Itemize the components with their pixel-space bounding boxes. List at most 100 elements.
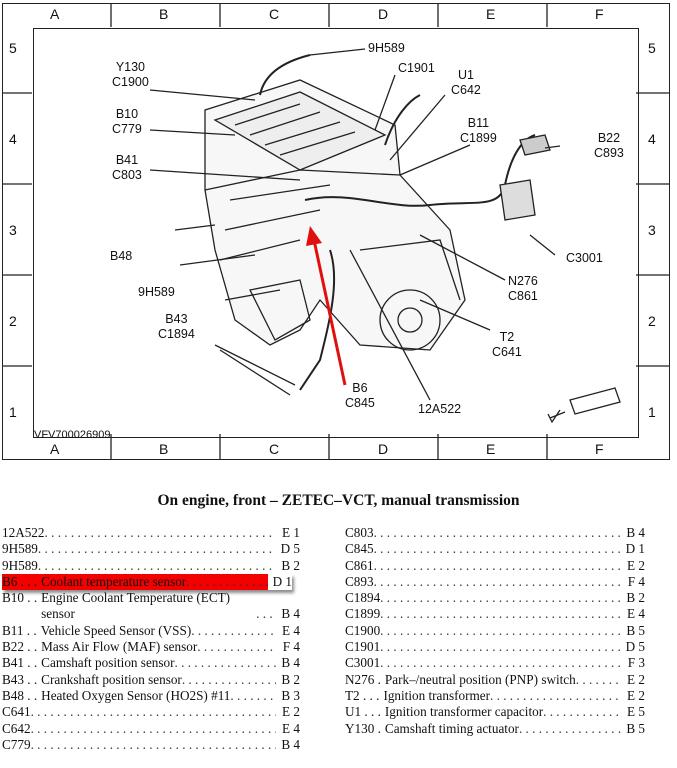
grid-location: B 2 <box>281 557 300 573</box>
leader-dots <box>31 721 276 737</box>
callout-n276: N276 C861 <box>508 274 538 303</box>
engine-illustration <box>2 3 670 460</box>
legend-row-b6: B6 . . .Coolant temperature sensor D 1 <box>2 573 292 591</box>
component-code: B11 . . <box>2 622 37 638</box>
callout-u1: U1 C642 <box>451 68 481 97</box>
callout-c3001: C3001 <box>566 251 603 265</box>
grid-location: D 1 <box>268 573 292 591</box>
leader-dots <box>38 558 276 574</box>
component-code: C1899 <box>345 606 381 622</box>
legend-row-12a522: 12A522 E 1 <box>2 525 300 541</box>
legend-row-9h589: 9H589 B 2 <box>2 558 300 574</box>
leader-dots <box>191 623 276 639</box>
component-code: C779 <box>2 736 31 752</box>
component-description: Mass Air Flow (MAF) sensor <box>41 639 198 655</box>
grid-row-label-5: 5 <box>9 40 17 56</box>
component-description: Park–/neutral position (PNP) switch <box>384 671 576 687</box>
leader-dots <box>230 688 276 704</box>
component-description: Heated Oxygen Sensor (HO2S) #11 <box>41 687 231 703</box>
component-code: C641 <box>2 704 31 720</box>
leader-dots <box>519 721 621 737</box>
component-code: C845 <box>345 541 374 557</box>
diagram-grid-area <box>33 28 639 438</box>
grid-ticks <box>2 3 670 460</box>
grid-location: E 2 <box>627 671 645 687</box>
grid-column-label-a: A <box>50 441 60 457</box>
grid-location: B 4 <box>281 736 300 752</box>
callout-c1901: C1901 <box>398 61 435 75</box>
component-code: 9H589 <box>2 557 38 573</box>
legend-row-b10: B10 . .Engine Coolant Temperature (ECT) … <box>2 590 300 623</box>
callout-12a522: 12A522 <box>418 402 462 416</box>
grid-location: E 4 <box>282 720 300 736</box>
grid-row-label-1: 1 <box>648 404 656 420</box>
legend-row-b43: B43 . .Crankshaft position sensorB 2 <box>2 672 300 688</box>
component-code: B43 . . <box>2 671 38 687</box>
component-code: B10 . . <box>2 590 38 606</box>
grid-location: B 3 <box>281 687 300 703</box>
grid-location: E 1 <box>282 525 300 540</box>
legend-row-c642: C642E 4 <box>2 721 300 737</box>
legend-row-c641: C641E 2 <box>2 704 300 720</box>
legend-row-c893: C893F 4 <box>345 574 645 590</box>
grid-location: D 5 <box>280 541 300 557</box>
grid-location: D 1 <box>625 541 645 557</box>
component-code: C1900 <box>345 622 381 638</box>
grid-location: B 2 <box>626 590 645 606</box>
grid-column-label-b: B <box>159 441 169 457</box>
legend-row-c803: C803 B 4 <box>345 525 645 541</box>
component-code: B41 . . <box>2 655 38 671</box>
leader-dots <box>380 639 621 655</box>
diagram-caption: On engine, front – ZETEC–VCT, manual tra… <box>157 492 520 509</box>
callout-t2: T2 C641 <box>492 330 522 359</box>
connector-icon <box>547 387 621 424</box>
callout-b48: B48 <box>110 249 133 263</box>
legend-row-y130: Y130 .Camshaft timing actuatorB 5 <box>345 721 645 737</box>
leader-dots <box>543 704 621 720</box>
grid-location: B 4 <box>626 525 645 540</box>
component-description: Camshaft timing actuator <box>384 720 519 736</box>
component-code: C893 <box>345 573 374 589</box>
legend-row-c845: C845 D 1 <box>345 541 645 557</box>
grid-location: B 2 <box>281 671 300 687</box>
leader-dots <box>380 655 621 671</box>
component-description: Vehicle Speed Sensor (VSS) <box>40 622 192 638</box>
callout-b10: B10 C779 <box>112 107 142 136</box>
callout-b43: B43 C1894 <box>158 312 195 341</box>
component-code: C803 <box>345 525 374 540</box>
grid-column-label-e: E <box>486 441 496 457</box>
leader-dots <box>576 672 621 688</box>
component-description: Coolant temperature sensor <box>41 573 187 589</box>
callout-b22: B22 C893 <box>594 131 624 160</box>
leader-dots <box>380 590 621 606</box>
leader-dots <box>490 688 621 704</box>
component-code: 12A522 <box>2 525 45 540</box>
callout-y130: Y130 C1900 <box>112 60 149 89</box>
grid-location: B 5 <box>626 622 645 638</box>
component-description: Ignition transformer <box>383 687 491 703</box>
grid-column-label-c: C <box>269 6 280 22</box>
legend-row-c1899: C1899E 4 <box>345 606 645 622</box>
component-code: C1901 <box>345 639 381 655</box>
leader-dots <box>380 623 621 639</box>
leader-dots <box>31 704 276 720</box>
grid-location: E 5 <box>627 704 645 720</box>
component-code: B6 . . . <box>2 573 38 589</box>
grid-row-label-4: 4 <box>9 131 17 147</box>
leader-dots <box>186 574 268 590</box>
component-code: U1 . . . <box>345 704 381 720</box>
leader-dots <box>374 574 621 590</box>
legend-row-c1901: C1901D 5 <box>345 639 645 655</box>
grid-row-label-5: 5 <box>648 40 656 56</box>
component-code: Y130 . <box>345 720 381 736</box>
callout-9h589-top: 9H589 <box>368 41 405 55</box>
callout-9h589-bot: 9H589 <box>138 285 175 299</box>
component-code: C861 <box>345 557 374 573</box>
legend-row-c1900: C1900 B 5 <box>345 623 645 639</box>
leader-dots <box>256 606 276 622</box>
legend-row-c779: C779 B 4 <box>2 737 300 753</box>
leader-dots <box>182 672 276 688</box>
legend-row-n276: N276 .Park–/neutral position (PNP) switc… <box>345 672 645 688</box>
